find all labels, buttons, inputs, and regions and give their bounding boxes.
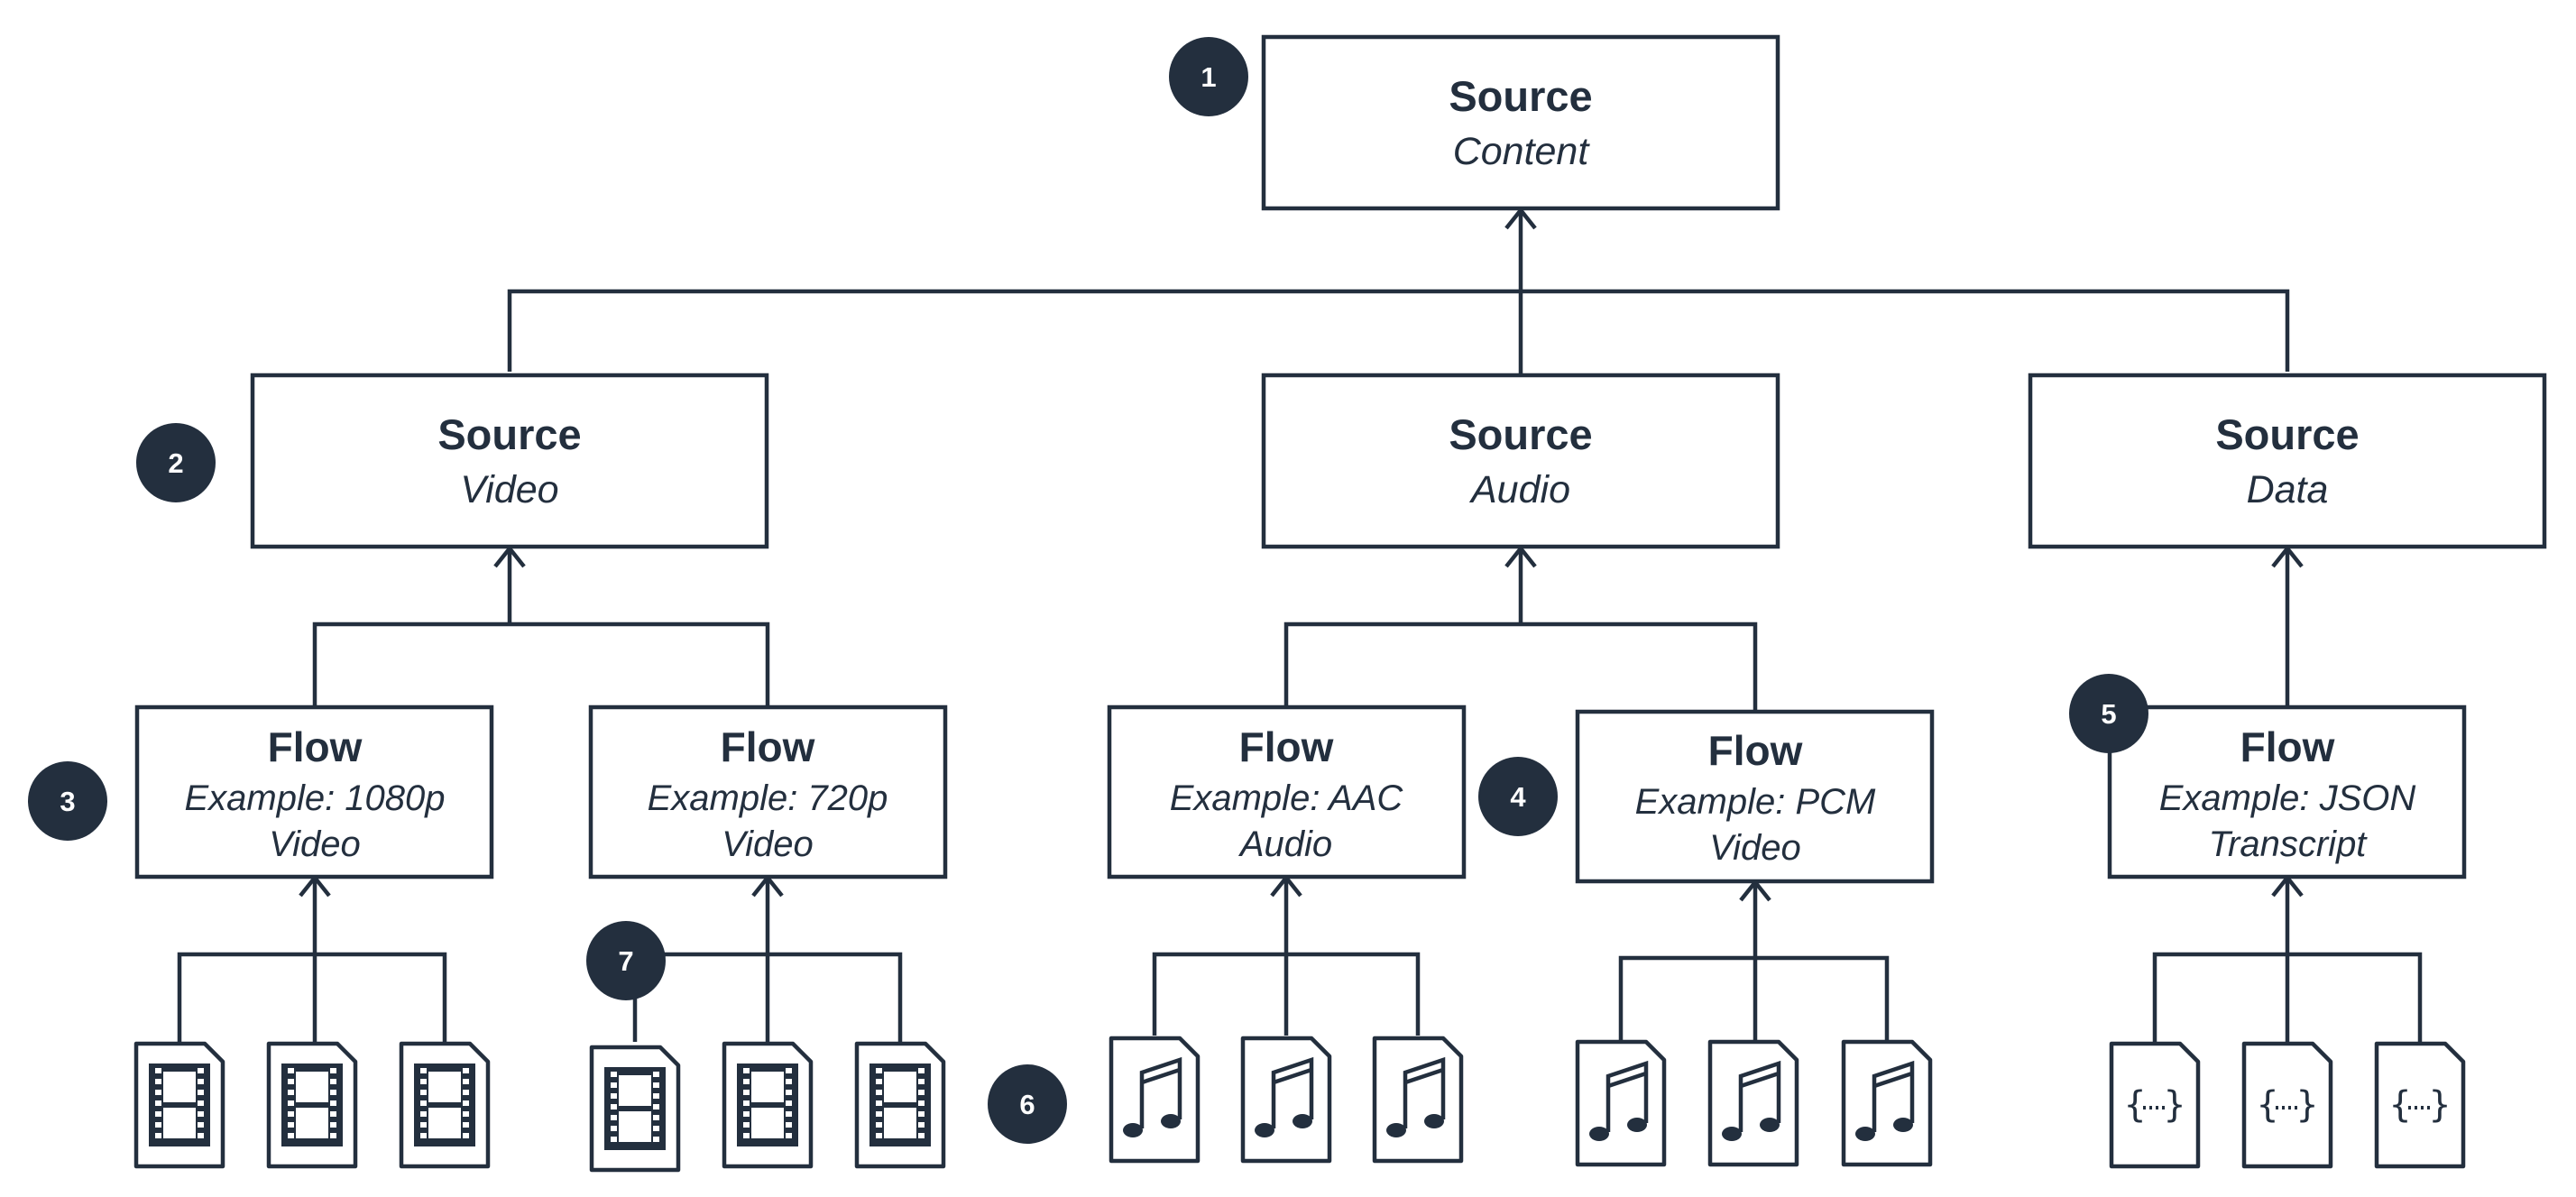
badge-2-label: 2 [168,447,183,479]
source-video-subtitle: Video [460,468,558,511]
flow-aac-line1: Example: AAC [1170,778,1404,818]
badge-2: 2 [136,423,216,502]
badge-5-label: 5 [2101,698,2116,730]
connector-lines [177,207,2423,1042]
film-segment-icon [589,1045,681,1173]
badge-7: 7 [586,921,666,1000]
source-audio-box: Source Audio [1261,373,1780,549]
source-data-title: Source [2215,410,2359,458]
flow-720p-line1: Example: 720p [648,778,888,818]
flow-720p-title: Flow [721,723,815,770]
flow-pcm-line2: Video [1709,828,1801,868]
svg-text:}: } [2164,1084,2185,1126]
source-audio-subtitle: Audio [1468,468,1570,511]
flow-720p-box: Flow Example: 720p Video [588,704,948,879]
svg-text:{: { [2257,1084,2278,1126]
film-segment-icon [399,1041,491,1169]
badge-6: 6 [988,1064,1067,1144]
source-content-subtitle: Content [1453,130,1591,173]
flow-aac-title: Flow [1239,723,1334,770]
svg-text:}: } [2296,1084,2318,1126]
badge-4: 4 [1478,757,1558,836]
flow-json-title: Flow [2240,723,2335,770]
flow-720p-line2: Video [722,824,814,864]
source-video-title: Source [437,410,581,458]
music-segment-icon [1575,1039,1667,1167]
flow-1080p-title: Flow [268,723,363,770]
badge-3-label: 3 [60,786,75,817]
badge-1: 1 [1169,37,1248,116]
flow-json-box: Flow Example: JSON Transcript [2107,704,2467,879]
flow-pcm-line1: Example: PCM [1635,782,1876,822]
music-segment-icon [1841,1039,1933,1167]
flow-aac-box: Flow Example: AAC Audio [1107,704,1467,879]
flow-aac-line2: Audio [1238,824,1332,864]
badge-1-label: 1 [1201,61,1216,93]
flow-pcm-box: Flow Example: PCM Video [1575,709,1935,884]
segment-icons: { } { } { } [133,1036,2466,1173]
json-segment-icon: { } [2374,1041,2466,1169]
music-segment-icon [1372,1036,1464,1164]
flow-json-line2: Transcript [2209,824,2369,864]
badge-4-label: 4 [1510,781,1526,813]
source-content-title: Source [1449,72,1592,120]
flow-pcm-title: Flow [1708,727,1803,774]
source-data-subtitle: Data [2247,468,2329,511]
music-segment-icon [1240,1036,1332,1164]
source-content-box: Source Content [1261,34,1780,211]
json-segment-icon: { } [2241,1041,2333,1169]
source-audio-title: Source [1449,410,1592,458]
svg-text:}: } [2429,1084,2451,1126]
source-data-box: Source Data [2028,373,2547,549]
film-segment-icon [722,1041,814,1169]
json-segment-icon: { } [2109,1041,2201,1169]
film-segment-icon [133,1041,225,1169]
source-video-box: Source Video [250,373,769,549]
badge-6-label: 6 [1019,1089,1035,1120]
flow-1080p-box: Flow Example: 1080p Video [134,704,494,879]
flow-1080p-line2: Video [269,824,361,864]
badge-7-label: 7 [618,945,633,977]
flow-1080p-line1: Example: 1080p [184,778,445,818]
music-segment-icon [1109,1036,1201,1164]
flow-json-line1: Example: JSON [2159,778,2416,818]
svg-text:{: { [2124,1084,2146,1126]
svg-text:{: { [2389,1084,2411,1126]
badge-3: 3 [28,761,107,841]
film-segment-icon [266,1041,358,1169]
film-segment-icon [854,1041,946,1169]
badge-5: 5 [2069,674,2148,753]
music-segment-icon [1707,1039,1799,1167]
